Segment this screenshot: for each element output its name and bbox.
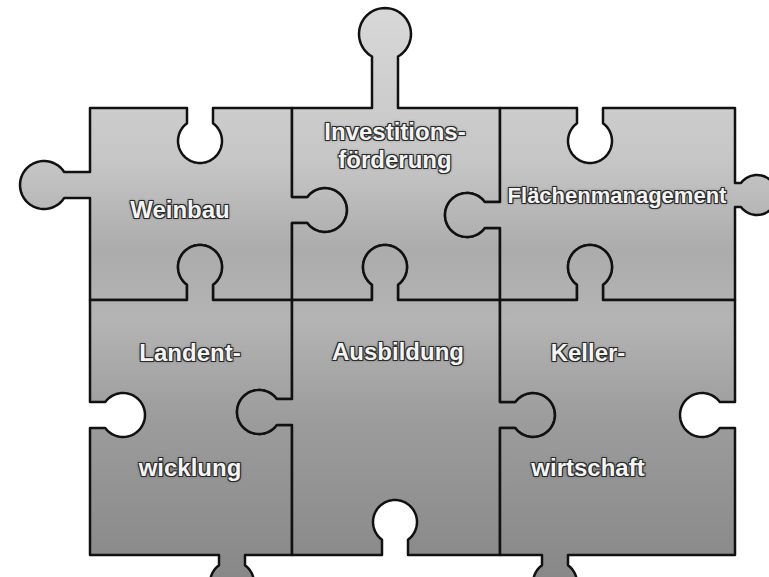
piece-label: Keller- wirtschaft (531, 295, 644, 525)
puzzle-piece: Keller- wirtschaft (497, 242, 738, 577)
piece-label: Ausbildung (332, 338, 464, 366)
piece-outline-path (500, 245, 735, 577)
piece-label: Flächenmanagement (508, 183, 727, 208)
piece-label: Landent- wicklung (139, 295, 242, 525)
piece-outline (497, 242, 738, 577)
piece-label: Investitions- förderung (324, 118, 465, 173)
piece-label: Weinbau (130, 196, 230, 224)
